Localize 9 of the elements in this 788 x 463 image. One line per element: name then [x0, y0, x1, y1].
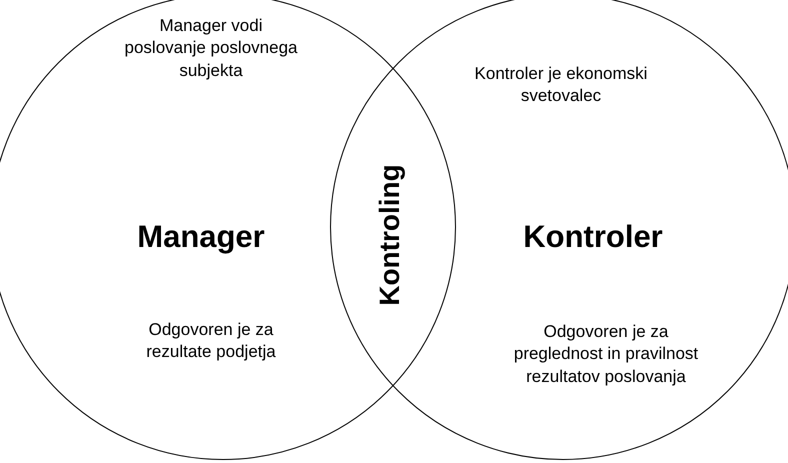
circle-text: Manager vodi poslovanje poslovnega subjekta	[124, 15, 298, 82]
overlap-label: Kontroling	[374, 164, 406, 306]
venn-circle	[0, 0, 456, 460]
circle-title: Kontroler	[522, 218, 664, 256]
circle-text: Kontroler je ekonomski svetovalec	[474, 63, 648, 108]
circle-text: Odgovoren je za rezultate podjetja	[145, 319, 277, 364]
circle-title: Manager	[136, 218, 266, 256]
venn-circle	[330, 0, 788, 460]
circle-text: Odgovoren je za preglednost in pravilnost rezultatov poslovanja	[512, 321, 700, 388]
